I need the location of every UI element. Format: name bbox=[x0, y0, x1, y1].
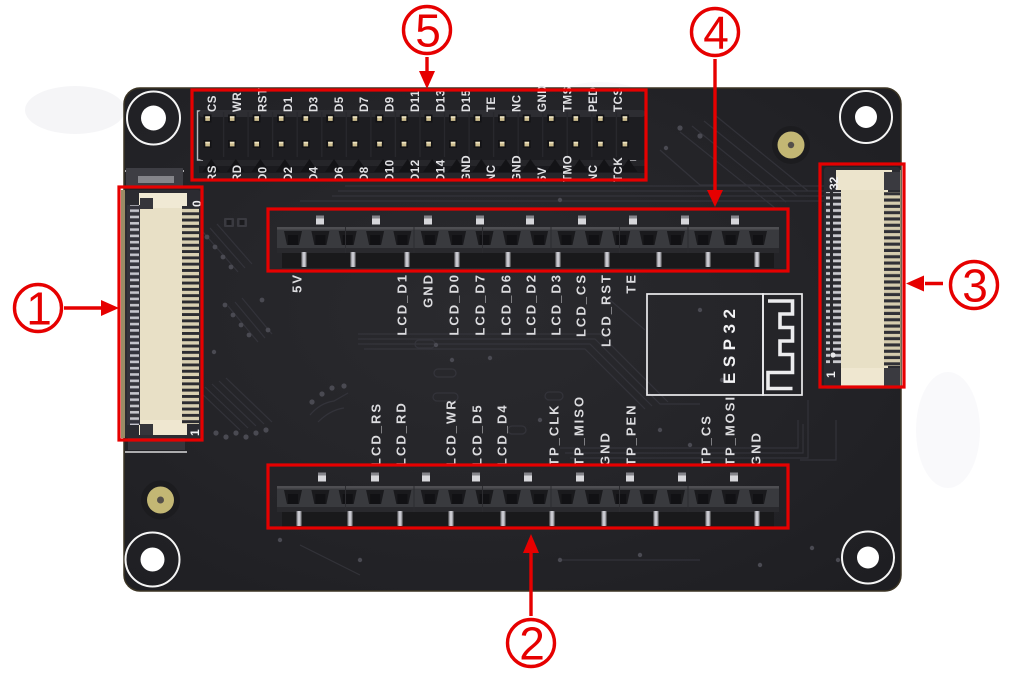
svg-text:TP_MISO: TP_MISO bbox=[572, 395, 587, 466]
svg-text:D9: D9 bbox=[385, 96, 397, 112]
svg-text:ESP32: ESP32 bbox=[720, 304, 739, 384]
svg-text:1: 1 bbox=[26, 283, 52, 335]
svg-text:D13: D13 bbox=[435, 89, 447, 112]
svg-text:5: 5 bbox=[415, 5, 441, 57]
svg-text:RS: RS bbox=[207, 165, 219, 182]
svg-text:D15: D15 bbox=[461, 89, 473, 112]
svg-text:D10: D10 bbox=[385, 159, 397, 182]
svg-text:32: 32 bbox=[827, 176, 841, 190]
svg-text:NC: NC bbox=[588, 164, 600, 182]
svg-text:TCK: TCK bbox=[613, 157, 625, 182]
svg-text:LCD_D7: LCD_D7 bbox=[473, 273, 488, 336]
svg-text:NC: NC bbox=[512, 94, 524, 112]
svg-text:LCD_D6: LCD_D6 bbox=[499, 273, 514, 336]
svg-text:LCD_CS: LCD_CS bbox=[574, 273, 589, 337]
svg-text:0: 0 bbox=[190, 200, 204, 207]
svg-text:LCD_RST: LCD_RST bbox=[599, 273, 614, 347]
svg-text:D8: D8 bbox=[359, 166, 371, 182]
svg-text:D3: D3 bbox=[308, 96, 320, 112]
svg-text:2: 2 bbox=[519, 618, 545, 670]
svg-text:LCD_D0: LCD_D0 bbox=[447, 273, 462, 336]
svg-text:NC: NC bbox=[486, 164, 498, 182]
svg-text:1: 1 bbox=[188, 429, 202, 436]
svg-text:CS: CS bbox=[207, 95, 219, 112]
svg-text:PED: PED bbox=[588, 87, 600, 112]
svg-text:TP_MOSI: TP_MOSI bbox=[723, 395, 738, 466]
svg-text:D7: D7 bbox=[359, 96, 371, 112]
svg-text:GND: GND bbox=[461, 155, 473, 182]
svg-text:LCD_RS: LCD_RS bbox=[369, 402, 384, 466]
svg-text:LCD_D5: LCD_D5 bbox=[470, 403, 485, 466]
svg-text:D5: D5 bbox=[334, 96, 346, 112]
svg-text:WR: WR bbox=[232, 92, 244, 112]
svg-text:5V: 5V bbox=[537, 167, 549, 182]
svg-text:D1: D1 bbox=[283, 96, 295, 112]
svg-text:D2: D2 bbox=[283, 166, 295, 182]
svg-text:TCS: TCS bbox=[613, 88, 625, 113]
svg-text:D11: D11 bbox=[410, 90, 422, 112]
svg-text:4: 4 bbox=[703, 7, 729, 59]
svg-text:RD: RD bbox=[232, 164, 244, 182]
svg-text:1: 1 bbox=[824, 371, 838, 378]
svg-text:D6: D6 bbox=[334, 166, 346, 182]
svg-text:GND: GND bbox=[749, 431, 764, 466]
svg-text:GND: GND bbox=[512, 155, 524, 182]
svg-text:TP_PEN: TP_PEN bbox=[624, 403, 639, 466]
svg-text:3: 3 bbox=[962, 260, 988, 312]
svg-text:LCD_RD: LCD_RD bbox=[394, 401, 409, 466]
svg-text:5V: 5V bbox=[290, 273, 305, 293]
svg-text:LCD_WR: LCD_WR bbox=[444, 398, 459, 466]
svg-text:TP_CS: TP_CS bbox=[699, 414, 714, 466]
svg-text:D4: D4 bbox=[308, 166, 320, 182]
svg-text:GND: GND bbox=[598, 431, 613, 466]
svg-text:RST: RST bbox=[258, 88, 270, 113]
svg-text:D14: D14 bbox=[435, 159, 447, 182]
svg-text:TMO: TMO bbox=[562, 155, 574, 182]
svg-text:LCD_D2: LCD_D2 bbox=[524, 273, 539, 336]
svg-text:TE: TE bbox=[486, 96, 498, 112]
svg-text:TE: TE bbox=[624, 273, 639, 294]
svg-text:LCD_D1: LCD_D1 bbox=[395, 273, 410, 336]
svg-text:LCD_D4: LCD_D4 bbox=[495, 403, 510, 466]
svg-text:D12: D12 bbox=[410, 159, 422, 182]
svg-text:GND: GND bbox=[537, 85, 549, 112]
svg-text:TMS: TMS bbox=[562, 86, 574, 112]
svg-text:LCD_D3: LCD_D3 bbox=[549, 273, 564, 336]
svg-text:GND: GND bbox=[421, 273, 436, 308]
svg-text:D0: D0 bbox=[258, 166, 270, 182]
svg-text:TP_CLK: TP_CLK bbox=[547, 403, 562, 466]
